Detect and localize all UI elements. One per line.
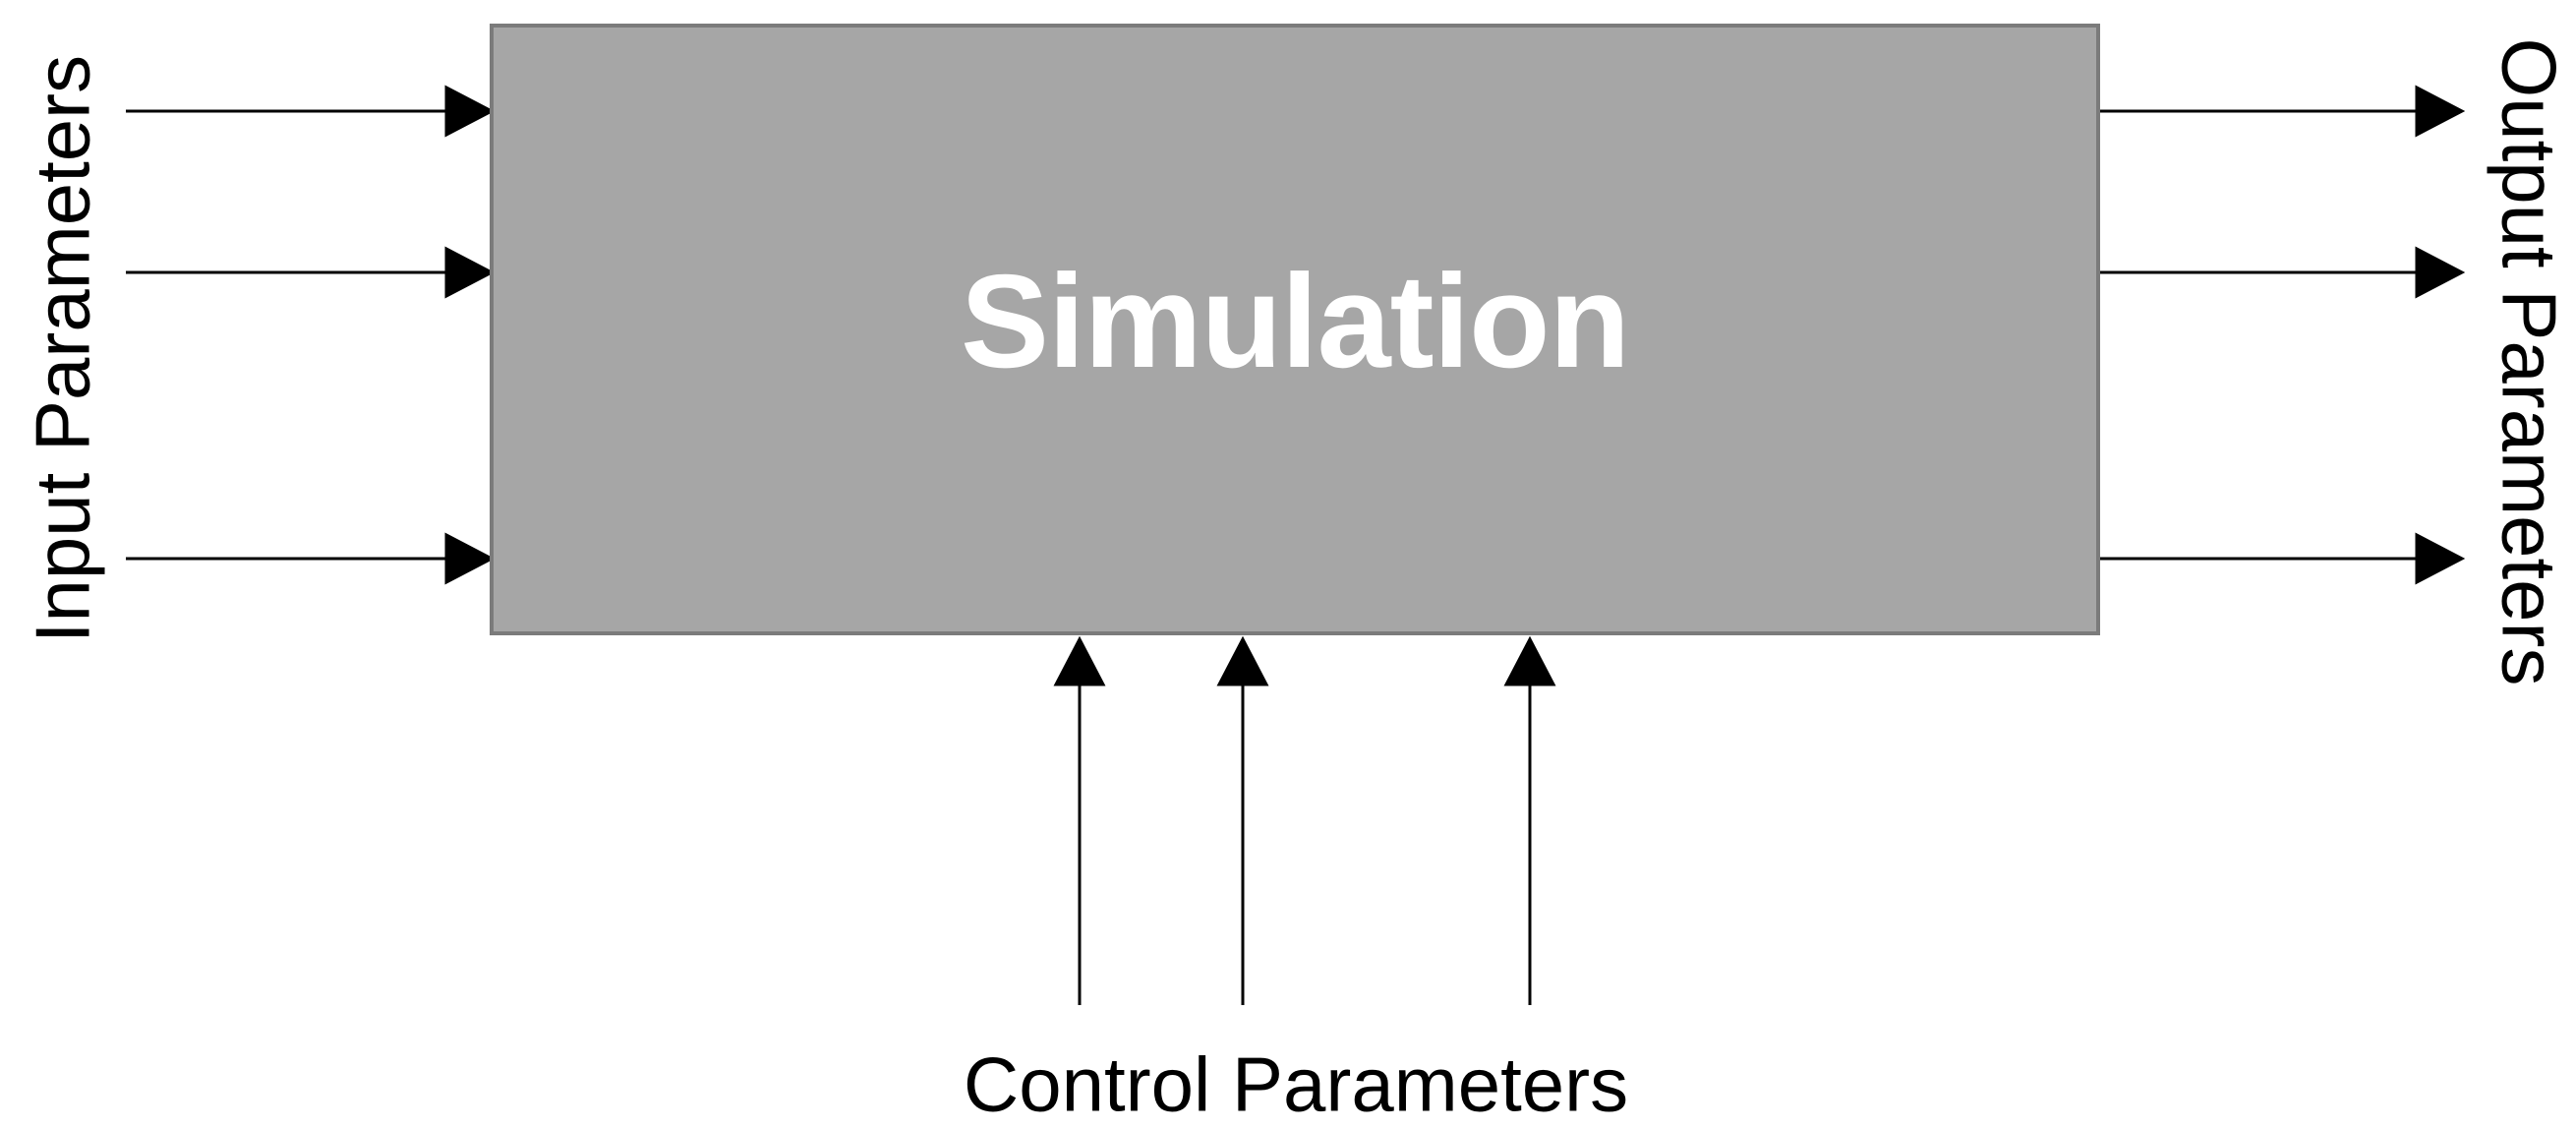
control-arrow-1 (1053, 635, 1106, 1005)
output-arrow-1 (2100, 85, 2466, 138)
output-arrow-2 (2100, 246, 2466, 299)
input-parameters-label: Input Parameters (19, 54, 106, 644)
control-arrow-3 (1503, 635, 1556, 1005)
input-arrow-1 (126, 85, 496, 138)
output-parameters-label: Output Parameters (2486, 37, 2573, 686)
control-arrow-2 (1216, 635, 1269, 1005)
control-parameters-label: Control Parameters (963, 1040, 1629, 1128)
output-arrow-3 (2100, 532, 2466, 585)
input-arrow-3 (126, 532, 496, 585)
arrow-group (126, 85, 2466, 1005)
simulation-box: Simulation (490, 24, 2100, 635)
simulation-box-title: Simulation (960, 246, 1630, 395)
input-arrow-2 (126, 246, 496, 299)
